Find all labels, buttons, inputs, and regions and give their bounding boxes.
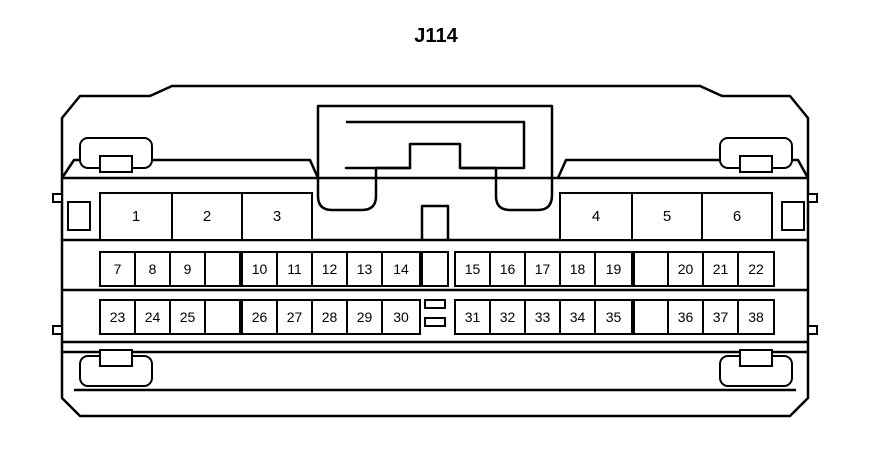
center-key-slot <box>424 299 446 309</box>
pin-label: 33 <box>535 309 551 325</box>
pin-label: 28 <box>322 309 338 325</box>
large-pin-2: 2 <box>171 192 243 241</box>
pin-label: 9 <box>184 261 192 277</box>
pin-label: 29 <box>357 309 373 325</box>
pin-cavity <box>346 251 383 287</box>
pin-cavity <box>381 251 421 287</box>
connector-title: J114 <box>414 25 458 47</box>
side-stub <box>52 325 63 335</box>
pin-row-bottom-left: 23 24 25 26 27 28 29 30 <box>99 299 421 335</box>
pin-cavity <box>99 299 136 335</box>
pin-cavity <box>594 299 633 335</box>
pin-cavity <box>241 251 278 287</box>
side-stub <box>52 193 63 203</box>
pin-label: 35 <box>606 309 622 325</box>
pin-label: 17 <box>535 261 551 277</box>
pin-label: 36 <box>678 309 694 325</box>
pin-label: 11 <box>287 261 302 277</box>
pin-label: 21 <box>713 261 729 277</box>
latch-inner-outline <box>344 120 526 170</box>
corner-clip-top-right <box>719 137 793 173</box>
pin-row-top-left: 7 8 9 10 11 12 13 14 <box>99 251 421 287</box>
pin-label: 24 <box>145 309 161 325</box>
connector-housing-outline <box>60 84 810 418</box>
corner-clip-bottom-right <box>719 349 793 387</box>
pin-label: 37 <box>713 309 729 325</box>
pin-cavity-empty <box>204 251 241 287</box>
pin-label: 7 <box>114 261 122 277</box>
pin-cavity-empty <box>633 251 669 287</box>
pin-label: 8 <box>149 261 157 277</box>
pin-label: 12 <box>322 261 338 277</box>
pin-label: 3 <box>273 208 281 225</box>
pin-label: 30 <box>393 309 409 325</box>
pin-label: 16 <box>500 261 516 277</box>
side-stub <box>807 193 818 203</box>
pin-cavity-empty <box>204 299 241 335</box>
pin-label: 5 <box>663 208 671 225</box>
pin-label: 20 <box>678 261 694 277</box>
pin-row-bottom-right: 31 32 33 34 35 36 37 38 <box>454 299 775 335</box>
center-key <box>420 204 450 240</box>
pin-cavity-empty <box>633 299 669 335</box>
pin-cavity <box>594 251 633 287</box>
pin-label: 6 <box>733 208 741 225</box>
pin-label: 32 <box>500 309 516 325</box>
large-pin-5: 5 <box>631 192 703 241</box>
large-pin-1: 1 <box>99 192 173 241</box>
pin-label: 10 <box>252 261 268 277</box>
pin-cavity <box>454 299 491 335</box>
center-key-block <box>421 251 449 287</box>
pin-cavity <box>737 299 775 335</box>
pin-label: 34 <box>570 309 586 325</box>
pin-cavity <box>276 299 313 335</box>
pin-label: 31 <box>465 309 481 325</box>
side-stub <box>807 325 818 335</box>
pin-cavity <box>737 251 775 287</box>
pin-label: 23 <box>110 309 126 325</box>
pin-cavity <box>702 299 739 335</box>
pin-cavity <box>99 251 136 287</box>
locking-latch <box>316 104 554 212</box>
pin-label: 15 <box>465 261 481 277</box>
pin-label: 27 <box>287 309 303 325</box>
large-pin-6: 6 <box>701 192 773 241</box>
pin-cavity <box>524 299 561 335</box>
guide-post-right <box>781 201 805 231</box>
pin-label: 4 <box>592 208 600 225</box>
large-pin-4: 4 <box>559 192 633 241</box>
corner-clip-bottom-left <box>79 349 153 387</box>
pin-label: 38 <box>748 309 764 325</box>
large-pin-3: 3 <box>241 192 313 241</box>
pin-label: 26 <box>252 309 268 325</box>
pin-cavity <box>134 299 171 335</box>
housing-inner-top <box>60 158 810 179</box>
pin-label: 22 <box>748 261 764 277</box>
pin-cavity <box>134 251 171 287</box>
pin-cavity <box>346 299 383 335</box>
pin-label: 25 <box>180 309 196 325</box>
pin-label: 2 <box>203 208 211 225</box>
pin-cavity <box>381 299 421 335</box>
corner-clip-top-left <box>79 137 153 173</box>
guide-post-left <box>67 201 91 231</box>
pin-cavity <box>667 299 704 335</box>
pin-label: 14 <box>393 261 409 277</box>
pin-cavity <box>667 251 704 287</box>
pin-label: 13 <box>357 261 373 277</box>
pin-label: 18 <box>570 261 586 277</box>
center-key-slot <box>424 317 446 327</box>
pin-label: 19 <box>606 261 622 277</box>
pin-label: 1 <box>132 208 140 225</box>
pin-cavity <box>454 251 491 287</box>
pin-row-top-right: 15 16 17 18 19 20 21 22 <box>454 251 775 287</box>
